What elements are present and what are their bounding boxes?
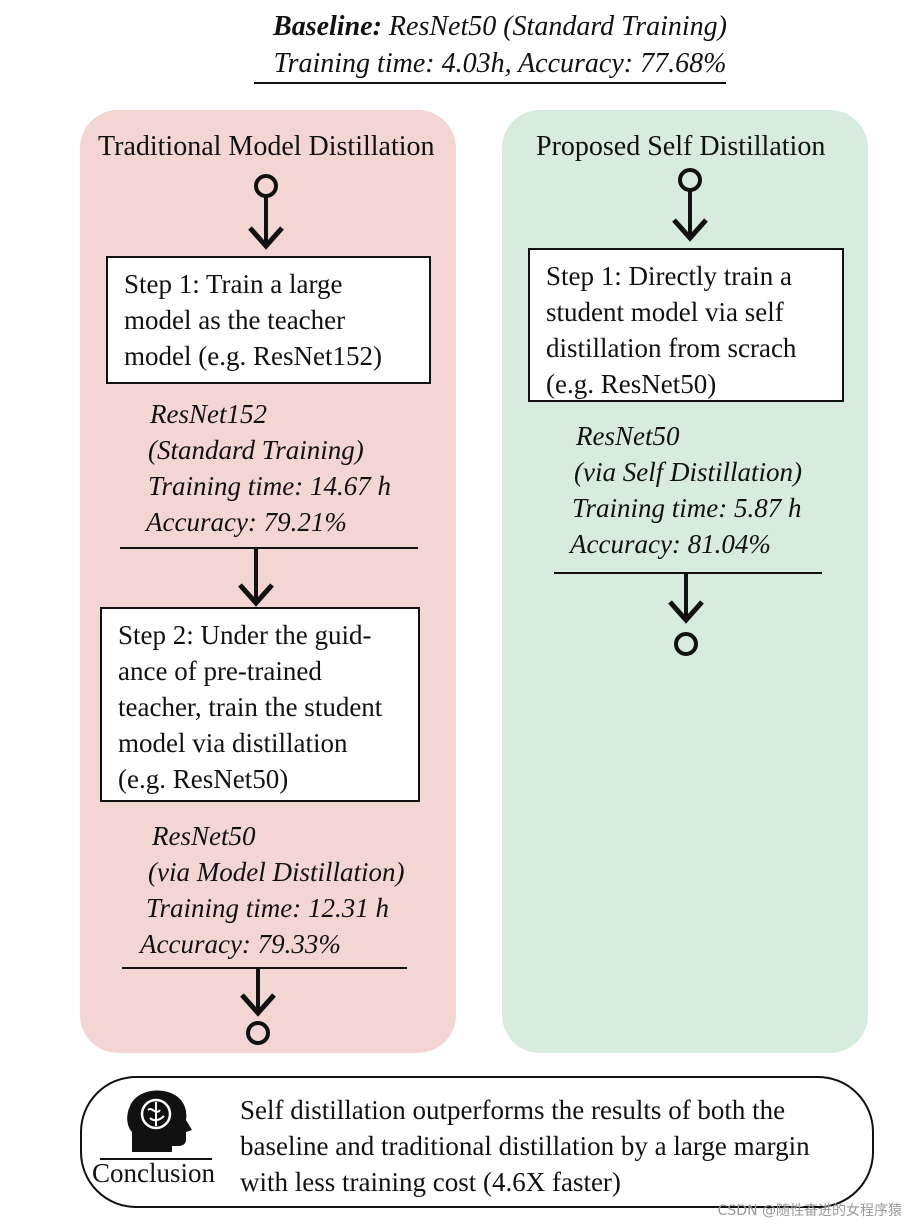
baseline-model: ResNet50 (Standard Training) xyxy=(388,11,727,42)
left-step1-line: model as the teacher xyxy=(124,305,346,335)
conclusion-text: Self distillation outperforms the result… xyxy=(240,1092,870,1200)
result-line: Accuracy: 81.04% xyxy=(570,529,771,559)
baseline-label: Baseline: xyxy=(273,11,382,42)
right-step1-line: student model via self xyxy=(546,297,784,327)
left-step1-line: Step 1: Train a large xyxy=(124,269,343,299)
left-step2-arrow xyxy=(238,549,274,607)
watermark: CSDN @随性奋进的女程序猿 xyxy=(717,1203,902,1219)
left-result2-rule xyxy=(122,967,407,969)
left-step2-line: ance of pre-trained xyxy=(118,656,322,686)
left-result1-rule xyxy=(120,547,418,549)
right-step1-line: Step 1: Directly train a xyxy=(546,261,792,291)
left-step1-box: Step 1: Train a large model as the teach… xyxy=(106,256,431,384)
result-line: Training time: 5.87 h xyxy=(572,493,802,523)
baseline-underline xyxy=(254,82,726,84)
conclusion-line: with less training cost (4.6X faster) xyxy=(240,1167,621,1197)
left-start-arrow xyxy=(248,174,284,250)
left-step1-line: model (e.g. ResNet152) xyxy=(124,341,382,371)
result-line: ResNet50 xyxy=(576,421,680,451)
right-result1: ResNet50 (via Self Distillation) Trainin… xyxy=(570,418,802,562)
end-node-icon xyxy=(246,1021,270,1045)
result-line: Accuracy: 79.21% xyxy=(146,507,347,537)
right-result1-rule xyxy=(554,572,822,574)
conclusion-label-rule xyxy=(100,1158,212,1160)
left-step2-box: Step 2: Under the guid- ance of pre-trai… xyxy=(100,607,420,802)
result-line: Accuracy: 79.33% xyxy=(140,929,341,959)
left-step2-line: model via distillation xyxy=(118,728,348,758)
result-line: Training time: 12.31 h xyxy=(146,893,390,923)
left-end-arrow xyxy=(240,969,276,1045)
right-step1-line: distillation from scrach xyxy=(546,333,797,363)
conclusion-label: Conclusion xyxy=(92,1158,216,1188)
result-line: (via Self Distillation) xyxy=(574,457,802,487)
conclusion-line: baseline and traditional distillation by… xyxy=(240,1131,810,1161)
left-result1: ResNet152 (Standard Training) Training t… xyxy=(146,396,391,540)
right-start-arrow xyxy=(672,168,708,242)
result-line: (Standard Training) xyxy=(148,435,364,465)
left-result2: ResNet50 (via Model Distillation) Traini… xyxy=(140,818,404,962)
baseline-title: Baseline: ResNet50 (Standard Training) xyxy=(200,8,800,45)
traditional-distillation-title: Traditional Model Distillation xyxy=(98,131,435,162)
right-step1-box: Step 1: Directly train a student model v… xyxy=(528,248,844,402)
baseline-header: Baseline: ResNet50 (Standard Training) T… xyxy=(200,8,800,82)
right-step1-line: (e.g. ResNet50) xyxy=(546,369,717,399)
start-node-icon xyxy=(254,174,278,198)
right-end-arrow xyxy=(668,574,704,656)
left-step2-line: (e.g. ResNet50) xyxy=(118,764,289,794)
left-step2-line: teacher, train the student xyxy=(118,692,383,722)
conclusion-line: Self distillation outperforms the result… xyxy=(240,1095,786,1125)
brain-head-icon xyxy=(127,1090,192,1152)
result-line: ResNet152 xyxy=(150,399,267,429)
self-distillation-title: Proposed Self Distillation xyxy=(536,131,826,162)
baseline-stats: Training time: 4.03h, Accuracy: 77.68% xyxy=(273,48,727,79)
result-line: ResNet50 xyxy=(152,821,256,851)
conclusion-box xyxy=(80,1076,874,1208)
end-node-icon xyxy=(674,632,698,656)
start-node-icon xyxy=(678,168,702,192)
result-line: Training time: 14.67 h xyxy=(148,471,392,501)
left-step2-line: Step 2: Under the guid- xyxy=(118,620,372,650)
result-line: (via Model Distillation) xyxy=(148,857,405,887)
